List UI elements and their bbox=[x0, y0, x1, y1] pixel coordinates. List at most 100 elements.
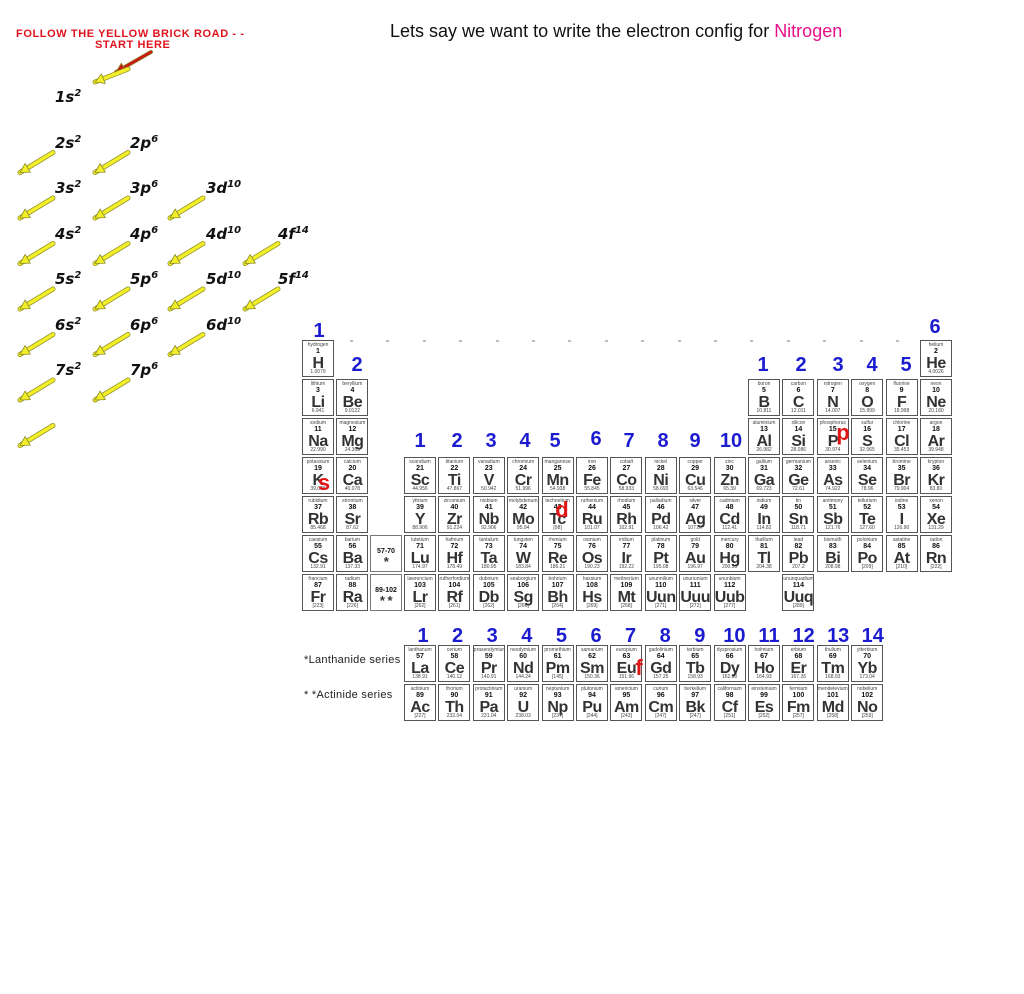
element-name: strontium bbox=[342, 498, 363, 504]
element-symbol: Cs bbox=[308, 550, 328, 567]
element-name: indium bbox=[756, 498, 772, 504]
element-symbol: Mo bbox=[512, 511, 535, 528]
element-symbol: Ti bbox=[447, 472, 461, 489]
element-symbol: I bbox=[899, 511, 904, 528]
element-name: mendelevium bbox=[817, 686, 848, 692]
element-name: mercury bbox=[720, 537, 739, 543]
block-number: 3 bbox=[486, 625, 498, 647]
atomic-mass: [277] bbox=[724, 603, 736, 609]
block-number: 6 bbox=[590, 428, 602, 450]
element-symbol: Uuu bbox=[680, 589, 710, 606]
atomic-mass: 26.982 bbox=[756, 447, 772, 453]
actinide-series-label: * *Actinide series bbox=[304, 689, 393, 701]
atomic-number: 65 bbox=[691, 653, 700, 660]
atomic-mass: 30.974 bbox=[825, 447, 841, 453]
element-name: thulium bbox=[824, 647, 841, 653]
orbital-electrons: 2 bbox=[74, 361, 82, 372]
road-arrow bbox=[92, 332, 131, 357]
atomic-number: 62 bbox=[588, 653, 596, 660]
element-name: sulfur bbox=[861, 420, 874, 426]
element-name: radon bbox=[929, 537, 943, 543]
atomic-mass: [259] bbox=[861, 713, 873, 719]
atomic-mass: 195.08 bbox=[653, 564, 669, 570]
element-name: tellurium bbox=[857, 498, 877, 504]
element-name: holmium bbox=[754, 647, 774, 653]
element-name: lawrencium bbox=[407, 576, 433, 582]
element-name: rhenium bbox=[548, 537, 567, 543]
block-number: 2 bbox=[351, 354, 363, 376]
atomic-mass: 183.84 bbox=[515, 564, 531, 570]
element-name: europium bbox=[615, 647, 637, 653]
atomic-mass: 151.96 bbox=[618, 674, 635, 680]
headline-highlight: Nitrogen bbox=[774, 21, 843, 41]
element-name: lead bbox=[793, 537, 804, 543]
element-symbol: Pa bbox=[479, 699, 499, 716]
element-symbol: La bbox=[411, 660, 429, 677]
element-symbol: Ce bbox=[444, 660, 465, 677]
road-arrow bbox=[17, 195, 56, 221]
orbital-electrons: 10 bbox=[227, 315, 242, 327]
atomic-mass: [289] bbox=[792, 603, 804, 609]
element-name: ununquadium bbox=[783, 576, 814, 582]
element-symbol: Pb bbox=[788, 550, 809, 567]
orbital-label: 5s bbox=[55, 270, 75, 288]
atomic-mass: 207.2 bbox=[792, 564, 805, 570]
element-name: dysprosium bbox=[716, 647, 743, 653]
orbital-6p: 6p6 bbox=[130, 316, 158, 334]
atomic-number: 57-70 bbox=[377, 548, 395, 555]
block-number: 4 bbox=[519, 430, 531, 452]
orbital-label: 2p bbox=[130, 133, 152, 152]
element-symbol: As bbox=[823, 472, 843, 489]
element-symbol: Sn bbox=[788, 511, 809, 528]
orbital-6s: 6s2 bbox=[55, 316, 81, 334]
element-symbol: Mt bbox=[617, 589, 636, 606]
atomic-number: 81 bbox=[760, 543, 768, 550]
atomic-number: 84 bbox=[863, 543, 872, 550]
orbital-label: 1s bbox=[55, 88, 75, 106]
atomic-number: 26 bbox=[588, 465, 596, 472]
element-name: ytterbium bbox=[856, 647, 878, 653]
atomic-mass: 79.904 bbox=[893, 486, 910, 492]
atomic-number: 105 bbox=[482, 582, 495, 589]
element-name: barium bbox=[344, 537, 361, 543]
element-name: iron bbox=[587, 459, 597, 465]
element-symbol: N bbox=[827, 394, 839, 411]
faint-mark bbox=[786, 340, 790, 342]
orbital-electrons: 6 bbox=[151, 133, 159, 145]
element-name: neon bbox=[930, 381, 942, 387]
atomic-mass: 18.998 bbox=[893, 408, 910, 414]
element-symbol: Cl bbox=[894, 433, 910, 450]
atomic-mass: 121.76 bbox=[825, 525, 841, 531]
orbital-3p: 3p6 bbox=[130, 179, 158, 197]
element-symbol: Ho bbox=[753, 660, 775, 677]
atomic-mass: 54.938 bbox=[549, 486, 566, 492]
element-symbol: Cu bbox=[685, 472, 706, 489]
faint-mark bbox=[532, 340, 535, 342]
element-name: molybdenum bbox=[508, 498, 538, 504]
block-number: 1 bbox=[757, 354, 769, 376]
atomic-mass: [209] bbox=[861, 564, 873, 570]
atomic-mass: 192.22 bbox=[618, 564, 635, 570]
element-symbol: C bbox=[792, 394, 805, 411]
element-symbol: H bbox=[312, 355, 324, 372]
element-symbol: Ac bbox=[410, 699, 430, 716]
road-arrow bbox=[167, 241, 206, 266]
element-symbol: Rn bbox=[925, 550, 947, 567]
